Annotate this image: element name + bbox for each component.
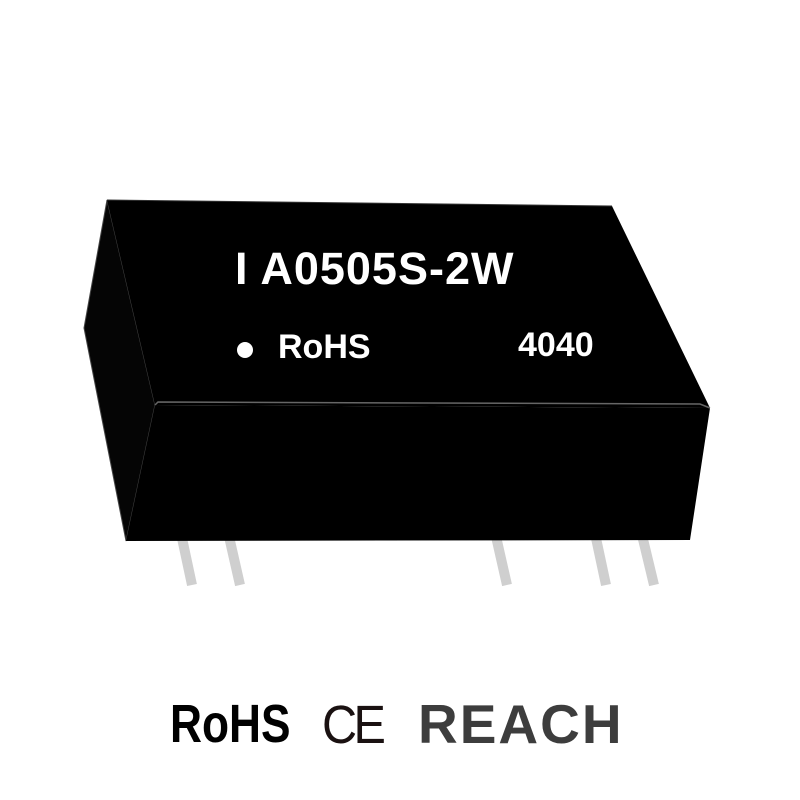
top-face	[107, 200, 710, 408]
pin1-dot	[237, 342, 253, 358]
cert-reach: REACH	[418, 693, 624, 755]
edge-line-top	[106, 199, 613, 207]
edge-line	[154, 401, 711, 409]
front-face	[126, 405, 710, 541]
cert-rohs: RoHS	[170, 694, 291, 754]
date-code: 4040	[518, 326, 594, 364]
ce-mark: CE	[322, 695, 386, 755]
rohs-marking: RoHS	[278, 328, 371, 366]
module-body	[83, 199, 711, 542]
model-label: I A0505S-2W	[235, 243, 515, 294]
